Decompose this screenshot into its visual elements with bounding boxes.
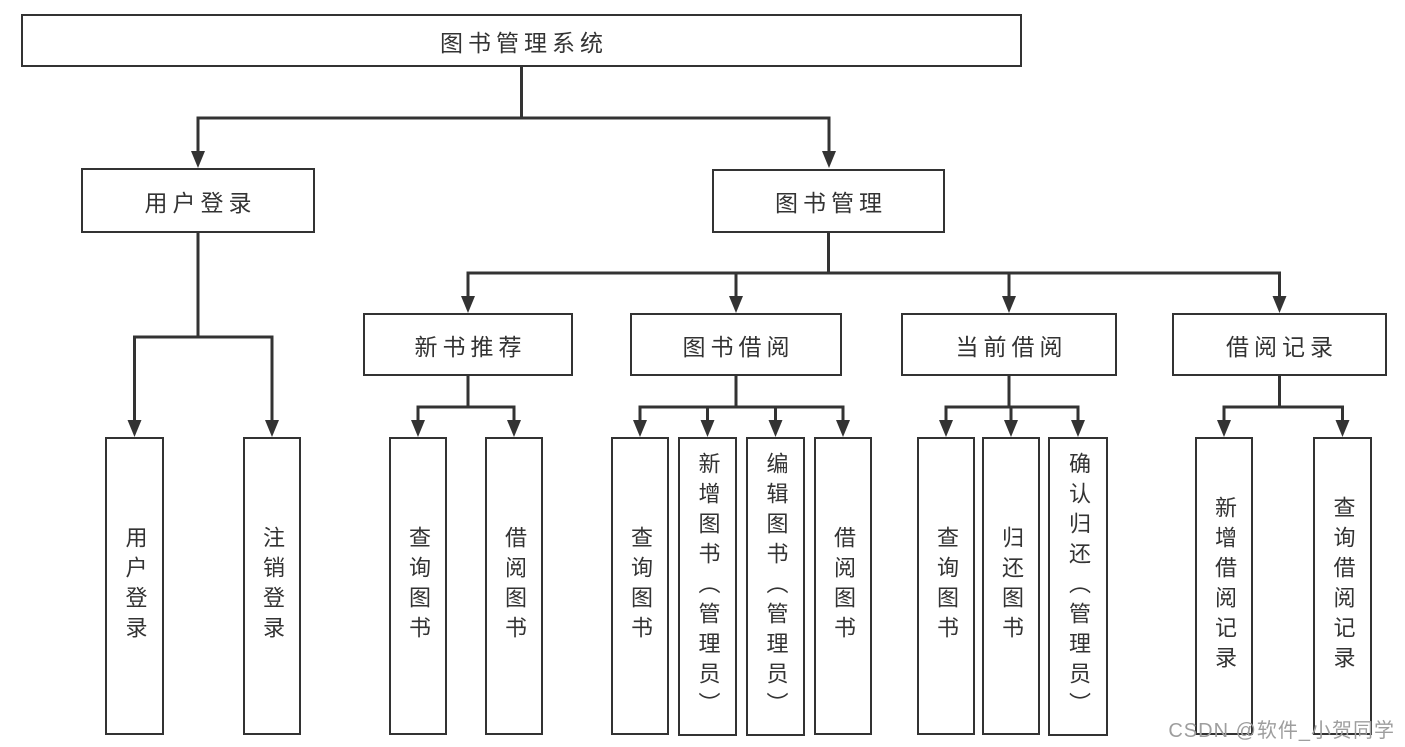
node-root: 图书管理系统 [21, 14, 1022, 67]
leaf-cb-return-book: 归还图书 [982, 437, 1040, 735]
arrowheads [127, 151, 1350, 437]
node-user-login: 用户登录 [81, 168, 315, 233]
leaf-bb-borrow-books: 借阅图书 [814, 437, 872, 735]
leaf-br-add-record: 新增借阅记录 [1195, 437, 1253, 735]
leaf-cb-query-books: 查询图书 [917, 437, 975, 735]
node-book-management: 图书管理 [712, 169, 945, 233]
node-borrowing-records: 借阅记录 [1172, 313, 1387, 376]
leaf-bb-query-books: 查询图书 [611, 437, 669, 735]
leaf-bb-add-book-admin: 新增图书（管理员） [678, 437, 737, 736]
leaf-user-login: 用户登录 [105, 437, 164, 735]
watermark: CSDN @软件_小贺同学 [1168, 720, 1395, 742]
node-current-borrowing: 当前借阅 [901, 313, 1117, 376]
leaf-nb-borrow-books: 借阅图书 [485, 437, 543, 735]
node-book-borrowing: 图书借阅 [630, 313, 842, 376]
leaf-logout: 注销登录 [243, 437, 301, 735]
leaf-bb-edit-book-admin: 编辑图书（管理员） [746, 437, 805, 736]
node-new-book-recommendation: 新书推荐 [363, 313, 573, 376]
leaf-nb-query-books: 查询图书 [389, 437, 447, 735]
leaf-br-query-record: 查询借阅记录 [1313, 437, 1372, 735]
leaf-cb-confirm-return-admin: 确认归还（管理员） [1048, 437, 1108, 736]
